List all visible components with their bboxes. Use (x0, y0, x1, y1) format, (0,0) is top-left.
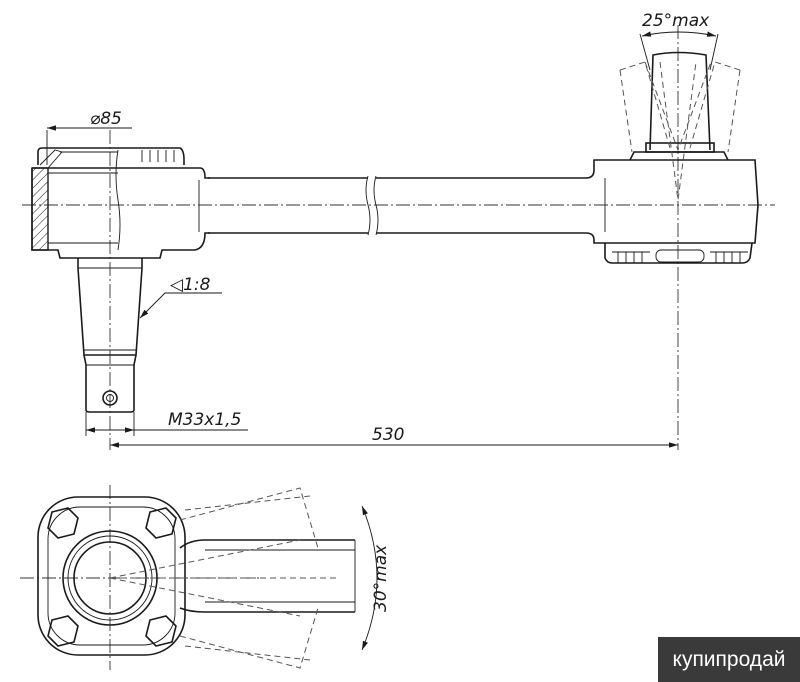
length-label: 530 (372, 425, 404, 445)
upper-ball-stud (619, 51, 741, 201)
right-ball-joint-housing (585, 159, 759, 264)
length-dimension: 530 (110, 425, 678, 448)
bolt-bosses (47, 507, 177, 647)
lower-ball-stud (77, 258, 143, 413)
rod-bar (208, 175, 586, 236)
thread-label: M33x1,5 (168, 410, 241, 430)
angle-25-label: 25°max (642, 11, 710, 31)
left-ball-joint-housing (31, 147, 210, 259)
thread-dimension: M33x1,5 (85, 410, 248, 436)
angle-25-dimension: 25°max (639, 11, 719, 71)
taper-label: ◁1:8 (170, 275, 211, 295)
taper-dimension: ◁1:8 (139, 275, 222, 319)
diameter-label: ⌀85 (90, 109, 122, 129)
plan-view-housing (37, 487, 356, 669)
angle-30-dimension: 30°max (361, 505, 391, 651)
diameter-dimension: ⌀85 (46, 109, 132, 165)
angle-30-label: 30°max (371, 544, 391, 612)
watermark: купипродай (658, 637, 800, 682)
